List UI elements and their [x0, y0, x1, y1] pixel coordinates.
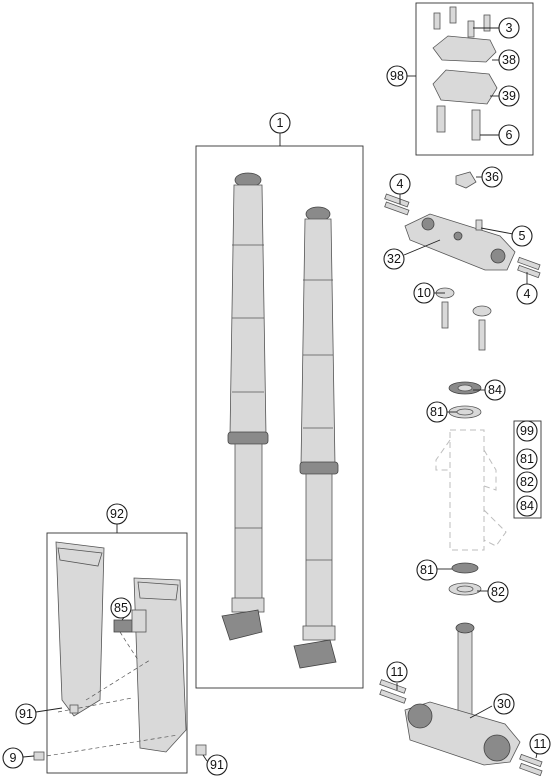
svg-text:84: 84	[520, 499, 534, 513]
svg-text:30: 30	[497, 697, 511, 711]
callout-11-right: 11	[529, 733, 551, 755]
callout-92: 92	[106, 503, 128, 525]
svg-text:98: 98	[390, 69, 404, 83]
callout-36: 36	[481, 166, 503, 188]
svg-text:82: 82	[520, 475, 534, 489]
callout-11-left: 11	[386, 661, 408, 683]
svg-text:39: 39	[502, 89, 516, 103]
callout-84-kit: 84	[516, 495, 538, 517]
callout-85: 85	[110, 597, 132, 619]
svg-text:99: 99	[520, 424, 534, 438]
callout-99: 99	[516, 420, 538, 442]
callout-39: 39	[498, 85, 520, 107]
callout-81-top: 81	[426, 401, 448, 423]
callout-32: 32	[383, 248, 405, 270]
callout-6: 6	[498, 124, 520, 146]
svg-text:6: 6	[506, 128, 513, 142]
callout-82-bottom: 82	[487, 581, 509, 603]
fork-assembly-frame	[195, 145, 364, 689]
callout-38: 38	[498, 49, 520, 71]
svg-text:36: 36	[485, 170, 499, 184]
svg-text:81: 81	[420, 563, 434, 577]
svg-text:5: 5	[519, 229, 526, 243]
svg-text:32: 32	[387, 252, 401, 266]
svg-text:81: 81	[430, 405, 444, 419]
callout-81-bottom: 81	[416, 559, 438, 581]
handlebar-clamp-kit	[432, 6, 498, 141]
callout-82-kit: 82	[516, 471, 538, 493]
callout-4-right: 4	[516, 283, 538, 305]
svg-text:91: 91	[210, 758, 224, 772]
right-fork-leg	[293, 206, 339, 669]
upper-triple-clamp	[384, 171, 541, 279]
svg-text:11: 11	[391, 665, 404, 679]
callout-91-left: 91	[15, 703, 37, 725]
rubber-bushings	[435, 287, 492, 351]
svg-text:85: 85	[114, 601, 128, 615]
fork-guards	[39, 541, 187, 758]
callout-5: 5	[511, 225, 533, 247]
callout-84-top: 84	[484, 379, 506, 401]
svg-text:4: 4	[397, 177, 404, 191]
frame-steering-head-outline	[435, 429, 507, 551]
svg-text:10: 10	[417, 286, 431, 300]
left-fork-leg	[221, 172, 269, 641]
callout-30: 30	[493, 693, 515, 715]
svg-text:9: 9	[10, 751, 17, 765]
svg-text:92: 92	[110, 507, 124, 521]
callout-81-kit: 81	[516, 448, 538, 470]
svg-text:3: 3	[506, 21, 513, 35]
svg-text:82: 82	[491, 585, 505, 599]
svg-text:4: 4	[524, 287, 531, 301]
callout-10: 10	[413, 282, 435, 304]
svg-text:38: 38	[502, 53, 516, 67]
callout-4-top: 4	[389, 173, 411, 195]
lower-triple-clamp	[379, 622, 543, 777]
svg-text:11: 11	[534, 737, 547, 751]
callout-91-right: 91	[206, 754, 228, 776]
callout-1: 1	[269, 112, 291, 134]
svg-text:1: 1	[277, 116, 284, 130]
svg-text:81: 81	[520, 452, 534, 466]
svg-text:91: 91	[19, 707, 33, 721]
svg-text:84: 84	[488, 383, 502, 397]
steering-head-bearings	[448, 381, 482, 596]
callout-3: 3	[498, 17, 520, 39]
callout-9: 9	[2, 747, 24, 769]
kit-98-frame	[415, 2, 534, 156]
callout-98: 98	[386, 65, 408, 87]
